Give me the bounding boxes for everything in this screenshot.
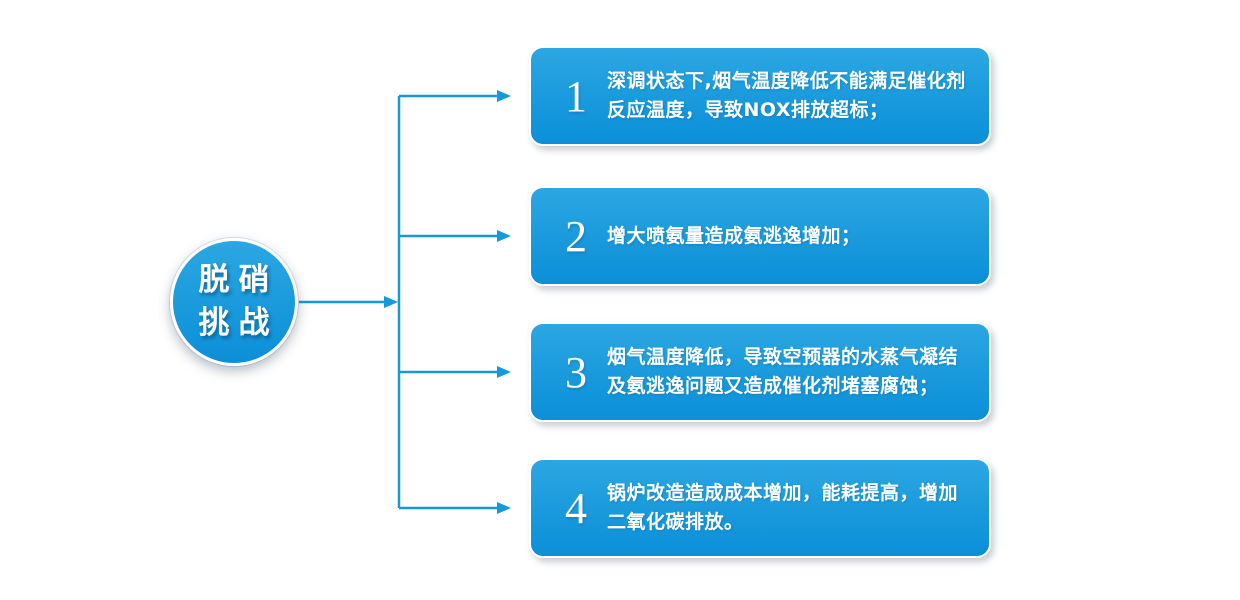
- box-number-1: 1: [565, 71, 587, 121]
- branch-arrow-head-2-icon: [497, 230, 511, 242]
- box-number-3: 3: [565, 347, 587, 397]
- box-number-4: 4: [565, 483, 587, 533]
- branch-arrow-head-4-icon: [497, 502, 511, 514]
- box-text-2: 增大喷氨量造成氨逃逸增加；: [607, 224, 861, 247]
- hub-label: 脱硝 挑战: [198, 262, 279, 341]
- box-text-1: 深调状态下,烟气温度降低不能满足催化剂 反应温度，导致NOX排放超标；: [607, 70, 966, 121]
- branch-arrow-head-3-icon: [497, 366, 511, 378]
- hub-arrow-head-icon: [384, 296, 398, 308]
- box-text-3: 烟气温度降低，导致空预器的水蒸气凝结 及氨逃逸问题又造成催化剂堵塞腐蚀；: [607, 346, 959, 397]
- challenge-box-3: 3 烟气温度降低，导致空预器的水蒸气凝结 及氨逃逸问题又造成催化剂堵塞腐蚀；: [529, 322, 991, 422]
- challenge-box-4: 4 锅炉改造造成成本增加，能耗提高，增加 二氧化碳排放。: [529, 458, 991, 558]
- challenge-box-2: 2 增大喷氨量造成氨逃逸增加；: [529, 186, 991, 286]
- challenge-box-1: 1 深调状态下,烟气温度降低不能满足催化剂 反应温度，导致NOX排放超标；: [529, 46, 991, 146]
- box-text-4: 锅炉改造造成成本增加，能耗提高，增加 二氧化碳排放。: [607, 482, 959, 533]
- challenge-hub-circle: 脱硝 挑战: [170, 238, 298, 366]
- box-number-2: 2: [565, 211, 587, 261]
- branch-arrow-head-1-icon: [497, 90, 511, 102]
